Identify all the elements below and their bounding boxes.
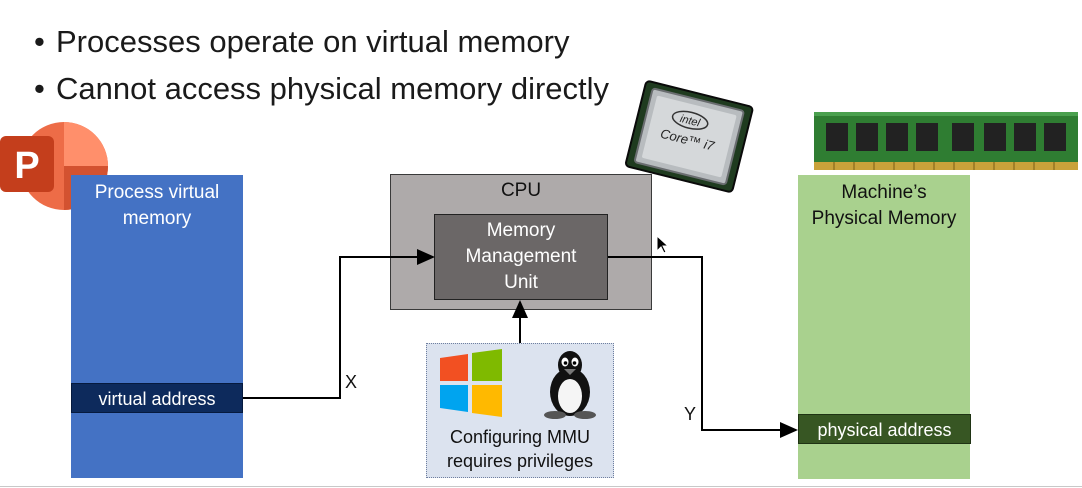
bottom-divider xyxy=(0,486,1082,487)
bullet-item: •Cannot access physical memory directly xyxy=(34,71,610,106)
privilege-caption: Configuring MMU requires privileges xyxy=(446,427,594,471)
linux-tux-icon xyxy=(544,351,596,419)
chip-brand: intel xyxy=(679,113,702,130)
physical-address-cell: physical address xyxy=(798,414,971,444)
mmu-box xyxy=(434,214,608,300)
process-virtual-memory-box xyxy=(71,175,243,478)
arrow-virtual-to-mmu xyxy=(243,249,435,399)
process-box-title: Process virtual memory xyxy=(94,182,220,229)
intel-cpu-chip-icon: intel Core™ i7 xyxy=(625,80,754,193)
windows-logo-icon xyxy=(440,349,502,417)
label-x: X xyxy=(345,372,358,392)
bullet-list: •Processes operate on virtual memory •Ca… xyxy=(34,18,609,112)
label-y: Y xyxy=(684,404,697,424)
physical-box-title: Machine’s Physical Memory xyxy=(811,182,957,229)
bullet-item: •Processes operate on virtual memory xyxy=(34,24,570,59)
ram-stick-icon xyxy=(814,112,1078,170)
mmu-label: Memory Management Unit xyxy=(465,220,577,293)
svg-text:P: P xyxy=(14,145,39,187)
arrow-mmu-to-physical xyxy=(608,256,798,438)
virtual-address-cell: virtual address xyxy=(71,383,243,413)
cpu-title: CPU xyxy=(500,180,542,201)
mouse-cursor-icon xyxy=(656,235,670,254)
